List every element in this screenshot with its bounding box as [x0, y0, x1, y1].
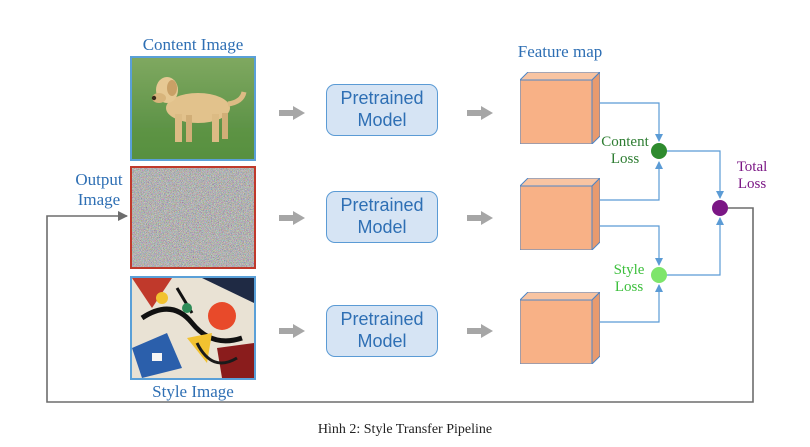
line-content-loss-to-total-loss [667, 150, 724, 199]
line-content-cube-to-content-loss [600, 102, 663, 142]
feature-map-label: Feature map [517, 42, 603, 61]
style-loss-line2: Loss [614, 279, 644, 296]
line-style-cube-to-style-loss [600, 284, 663, 323]
noise-image-icon [132, 168, 254, 267]
pretrained-model-content: Pretrained Model [326, 84, 438, 136]
arrow-content-to-model [279, 106, 305, 120]
dog-photo-icon [132, 58, 254, 159]
arrow-model-to-featuremap-content [467, 106, 493, 120]
model-label-line2: Model [357, 110, 407, 130]
total-loss-node [712, 200, 728, 216]
total-loss-line2: Loss [737, 176, 767, 193]
line-style-loss-to-total-loss [667, 217, 724, 276]
model-label-line1: Pretrained [340, 309, 424, 330]
arrow-model-to-featuremap-output [467, 211, 493, 225]
model-label-line2: Model [357, 331, 407, 351]
content-image-label: Content Image [142, 35, 244, 54]
content-loss-node [651, 143, 667, 159]
output-image [130, 166, 256, 269]
output-image-label: Output Image [75, 170, 123, 209]
feature-map-cube-output [520, 178, 600, 250]
line-output-cube-to-style-loss [600, 225, 663, 266]
style-loss-node [651, 267, 667, 283]
figure-caption: Hình 2: Style Transfer Pipeline [317, 422, 493, 437]
total-loss-line1: Total [736, 159, 768, 175]
content-loss-label: Content Loss [596, 134, 654, 169]
model-label-line1: Pretrained [340, 195, 424, 216]
model-label-line1: Pretrained [340, 88, 424, 109]
line-output-cube-to-content-loss [600, 161, 663, 201]
pretrained-model-style: Pretrained Model [326, 305, 438, 357]
style-loss-line1: Style [613, 262, 645, 278]
content-loss-line1: Content [601, 134, 649, 150]
style-image [130, 276, 256, 380]
content-image [130, 56, 256, 161]
arrow-style-to-model [279, 324, 305, 338]
arrow-model-to-featuremap-style [467, 324, 493, 338]
style-image-label: Style Image [152, 382, 234, 401]
abstract-painting-icon [132, 278, 254, 378]
model-label-line2: Model [357, 217, 407, 237]
pretrained-model-output: Pretrained Model [326, 191, 438, 243]
feature-map-cube-style [520, 292, 600, 364]
arrow-output-to-model [279, 211, 305, 225]
feedback-loop-line [46, 207, 754, 403]
total-loss-label: Total Loss [726, 159, 778, 194]
feature-map-cube-content [520, 72, 600, 144]
style-loss-label: Style Loss [604, 262, 654, 297]
content-loss-line2: Loss [610, 151, 640, 168]
